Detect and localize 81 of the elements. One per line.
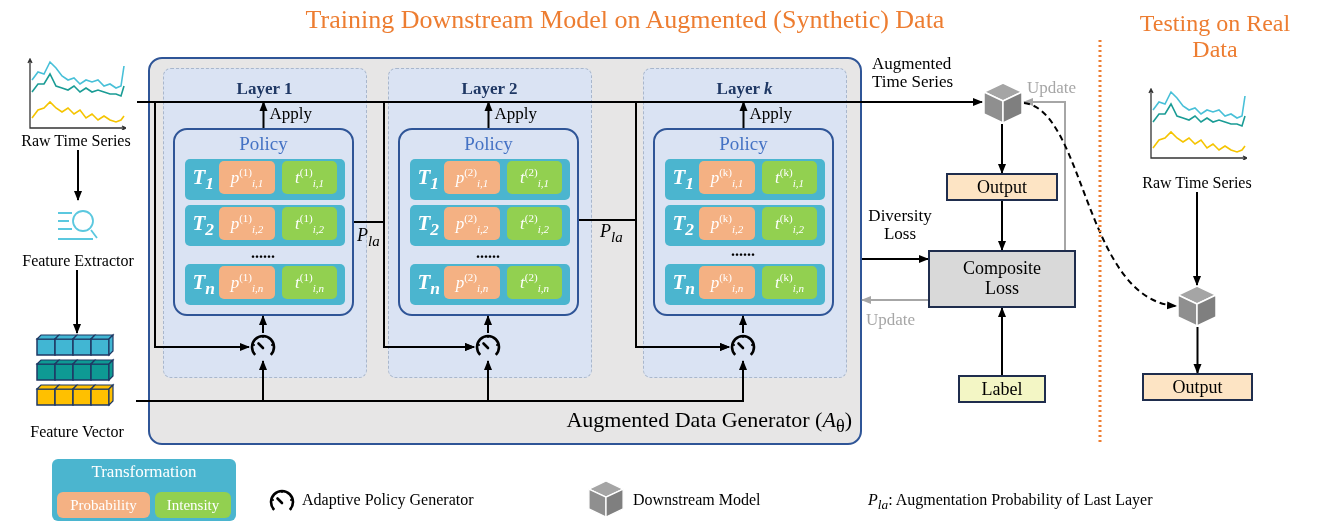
legend-label: Adaptive Policy Generator	[302, 491, 474, 509]
policy-panel	[653, 128, 834, 316]
transformation-row	[409, 263, 570, 305]
edge-label: Update	[1027, 79, 1078, 97]
node-caption: Feature Vector	[30, 423, 124, 441]
arrow	[1023, 102, 1177, 308]
edge-label: P$_{la}$	[600, 222, 624, 246]
transformation-row	[184, 263, 345, 305]
transformation-symbol: T$_{n}$	[672, 269, 696, 299]
transformation-row	[409, 158, 570, 200]
node-caption: Feature Extractor	[22, 252, 134, 270]
label-box: Label	[958, 375, 1046, 403]
legend-label: Transformation	[90, 462, 198, 482]
edge-label: Diversity Loss	[867, 207, 933, 243]
cube-icon	[1176, 285, 1218, 327]
transformation-symbol: T$_{2}$	[417, 210, 440, 240]
transformation-row	[664, 158, 825, 200]
layer-panel	[642, 67, 847, 378]
arrow	[998, 123, 1006, 174]
node-caption: Raw Time Series	[1142, 174, 1252, 192]
policy-panel	[398, 128, 579, 316]
edge-label: Update	[866, 311, 917, 329]
arrow	[259, 315, 267, 334]
node-caption: Raw Time Series	[21, 132, 131, 150]
transformation-symbol: T$_{1}$	[192, 164, 215, 194]
ellipsis-dots: ......	[730, 242, 756, 260]
edge-label: Apply	[749, 105, 793, 123]
layer-heading: Layer 2	[460, 78, 519, 99]
output-box: Output	[1142, 373, 1253, 401]
arrow	[1193, 191, 1201, 286]
arrow	[998, 307, 1006, 376]
arrow	[73, 269, 81, 334]
transformation-symbol: T$_{1}$	[672, 164, 695, 194]
policy-heading: Policy	[238, 133, 289, 155]
transformation-row	[184, 158, 345, 200]
layer-heading: Layer 1	[235, 78, 294, 99]
legend-label: Downstream Model	[633, 491, 761, 509]
legend-label: P$_{la}$: Augmentation Probability of Last Layer	[868, 491, 1153, 514]
policy-panel	[173, 128, 354, 316]
arrow	[1193, 326, 1202, 374]
arrow	[998, 200, 1006, 251]
arrow	[484, 315, 492, 334]
arrow	[259, 101, 268, 129]
arrow	[484, 101, 493, 129]
arrow	[739, 101, 748, 129]
output-box: Output	[946, 173, 1058, 201]
loss-box: Composite Loss	[928, 250, 1076, 308]
transformation-symbol: T$_{2}$	[672, 210, 695, 240]
section-title: Testing on Real Data	[1138, 10, 1292, 63]
layer-panel	[387, 67, 592, 378]
edge-label: P$_{la}$	[357, 226, 381, 250]
ellipsis-dots: ......	[250, 244, 276, 262]
section-title: Training Downstream Model on Augmented (Synthetic) Data	[304, 6, 946, 35]
arrow	[74, 149, 82, 201]
arrow	[353, 221, 475, 351]
arrow	[861, 255, 929, 263]
edge-label: Augmented Time Series	[872, 55, 955, 91]
transformation-symbol: T$_{1}$	[417, 164, 440, 194]
transformation-symbol: T$_{n}$	[417, 269, 441, 299]
arrow	[578, 219, 730, 351]
edge-label: Apply	[269, 105, 313, 123]
layer-panel	[162, 67, 367, 378]
cube-icon	[982, 82, 1024, 124]
legend-chip: Probability	[57, 492, 150, 518]
ellipsis-dots: ......	[475, 244, 501, 262]
transformation-symbol: T$_{n}$	[192, 269, 216, 299]
policy-heading: Policy	[718, 133, 769, 155]
layer-heading: Layer k	[715, 78, 774, 99]
legend-chip: Intensity	[155, 492, 231, 518]
arrow	[861, 296, 929, 304]
transformation-row	[409, 204, 570, 246]
generator-panel	[148, 57, 862, 445]
transformation-row	[664, 263, 825, 305]
transformation-symbol: T$_{2}$	[192, 210, 215, 240]
edge-label: Apply	[494, 105, 538, 123]
arrow	[1023, 98, 1066, 251]
transformation-row	[664, 204, 825, 246]
transformation-row	[184, 204, 345, 246]
arrow	[739, 315, 747, 334]
policy-heading: Policy	[463, 133, 514, 155]
panel-title: Augmented Data Generator (A$_{θ}$)	[566, 406, 852, 437]
